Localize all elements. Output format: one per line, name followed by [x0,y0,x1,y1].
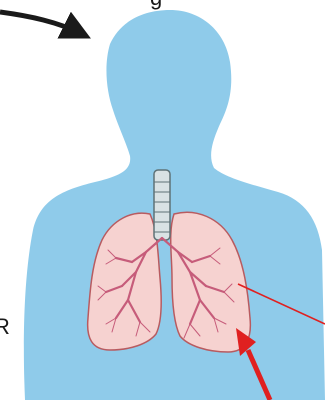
cut-label-top: g [150,0,162,9]
body-silhouette [24,10,325,400]
cut-label-left: R [0,316,10,338]
pointer-arrow-black [0,12,82,34]
trachea [154,170,170,240]
